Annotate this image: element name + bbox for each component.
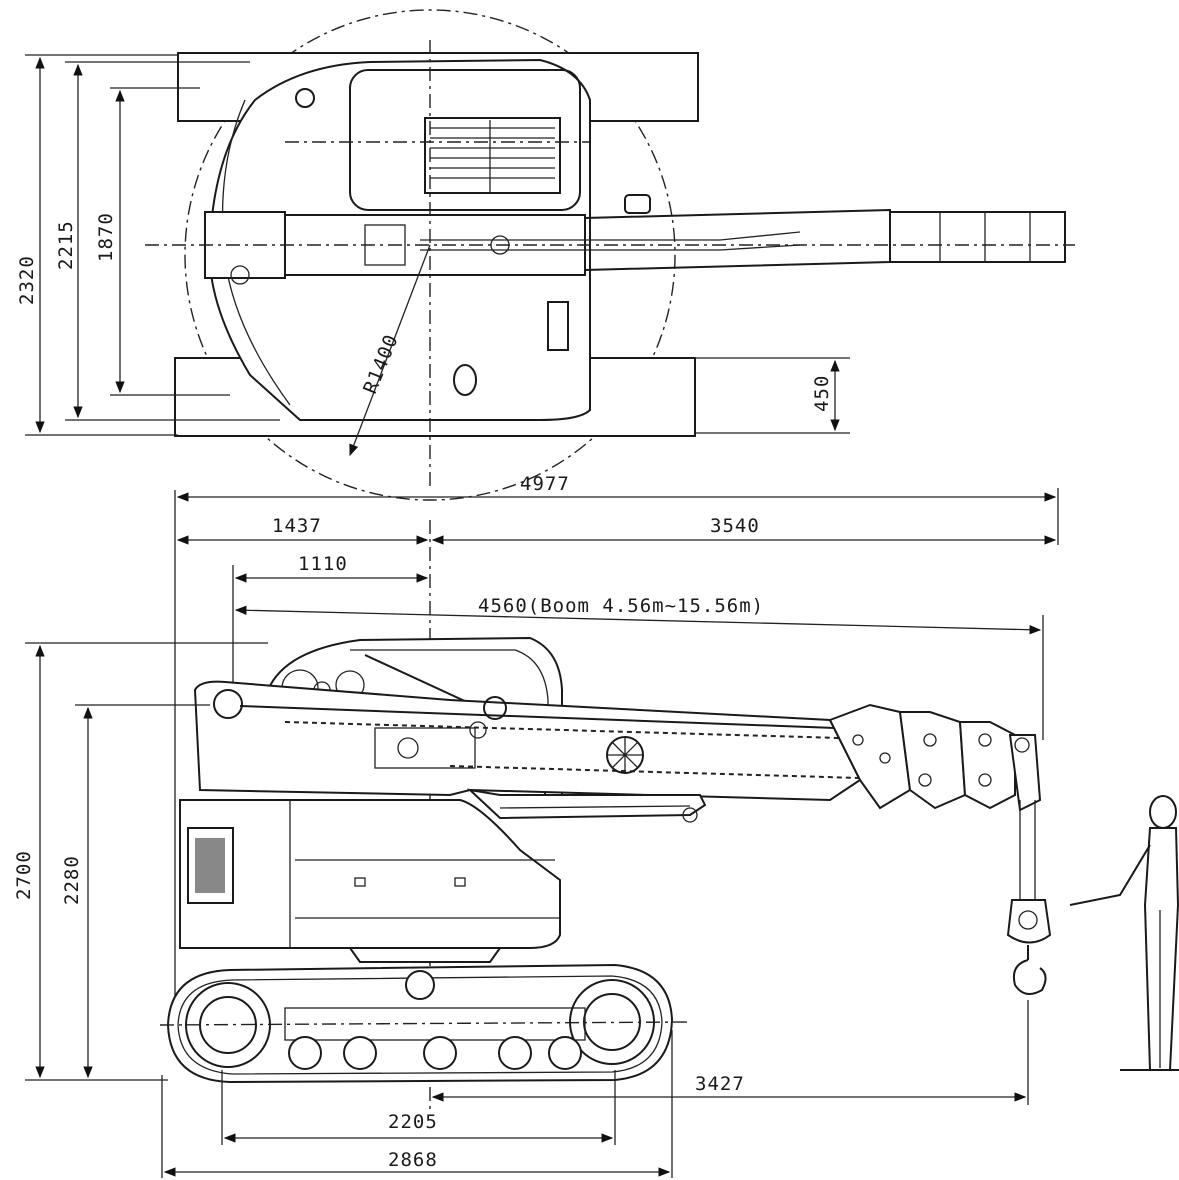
crawler-track-side [159, 963, 691, 1084]
dim-2868: 2868 [388, 1149, 438, 1171]
dim-3540: 3540 [710, 515, 760, 537]
dim-1870: 1870 [95, 212, 117, 262]
human-figure [1069, 795, 1179, 1071]
dim-4977: 4977 [520, 473, 570, 495]
boom-side [193, 680, 1042, 823]
dim-450: 450 [811, 375, 833, 412]
nameplate [187, 827, 234, 904]
radiator-grille [424, 117, 561, 194]
side-view: 4977 1437 3540 1110 4560(Boom 4.56m~15.5… [13, 473, 1179, 1178]
upper-body-side [179, 799, 561, 949]
dim-3427: 3427 [695, 1073, 745, 1095]
dim-2215: 2215 [55, 220, 77, 270]
top-view: R1400 2320 2215 1870 450 [16, 9, 1075, 501]
engine-cover-plan [349, 69, 581, 211]
dim-2320: 2320 [16, 255, 38, 305]
dim-boom: 4560(Boom 4.56m~15.56m) [478, 595, 764, 617]
dim-2280: 2280 [61, 855, 83, 905]
hook-block [1006, 800, 1052, 995]
dim-1110: 1110 [298, 553, 348, 575]
cab-frame [266, 636, 563, 801]
dim-2700: 2700 [13, 850, 35, 900]
dim-1437: 1437 [272, 515, 322, 537]
dim-2205: 2205 [388, 1111, 438, 1133]
